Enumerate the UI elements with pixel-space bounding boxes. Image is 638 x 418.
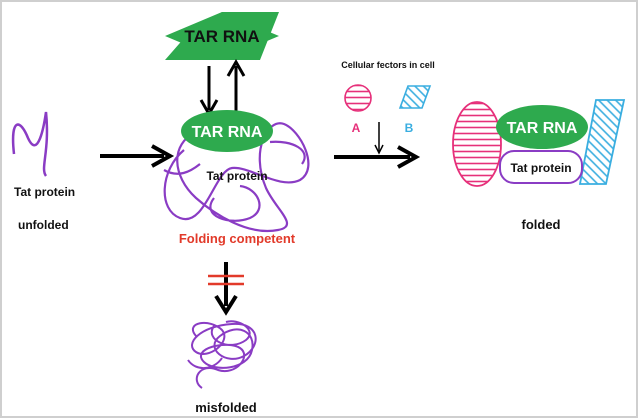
folded-factor-a — [452, 101, 502, 187]
folded-tar-rna-label: TAR RNA — [507, 120, 578, 137]
misfolded-label: misfolded — [195, 400, 256, 415]
top-tar-rna-label: TAR RNA — [184, 27, 259, 46]
folding-competent-label: Folding competent — [179, 231, 296, 246]
folded-label: folded — [522, 217, 561, 232]
unfolded-protein-chain — [11, 111, 49, 177]
unfolded-label: unfolded — [18, 218, 69, 232]
misfolded-tangle — [187, 320, 257, 389]
folded-factor-b — [578, 99, 626, 185]
center-tar-rna-label: TAR RNA — [192, 124, 263, 141]
folded-tat-protein-box — [499, 150, 583, 184]
folding-competent-chain — [163, 122, 310, 233]
center-tar-rna-ellipse — [181, 110, 273, 152]
factor-a-label: A — [352, 121, 361, 135]
top-tar-rna-diamond — [165, 12, 279, 60]
arrow-to-folded-head — [397, 145, 421, 169]
factor-a-circle — [344, 84, 372, 112]
arrow-up-head — [226, 58, 246, 77]
blocked-arrow-head — [214, 294, 238, 316]
cellular-factors-label: Cellular fectors in cell — [341, 60, 435, 70]
factor-input-arrow-head — [374, 144, 384, 155]
factor-b-label: B — [405, 121, 414, 135]
left-tat-protein-label: Tat protein — [14, 185, 75, 199]
center-tat-protein-label: Tat protein — [206, 169, 267, 183]
folded-tar-rna-ellipse — [496, 105, 588, 149]
arrow-to-center-head — [151, 144, 175, 168]
folded-tat-protein-label: Tat protein — [510, 161, 571, 175]
factor-b-parallelogram — [398, 85, 432, 109]
